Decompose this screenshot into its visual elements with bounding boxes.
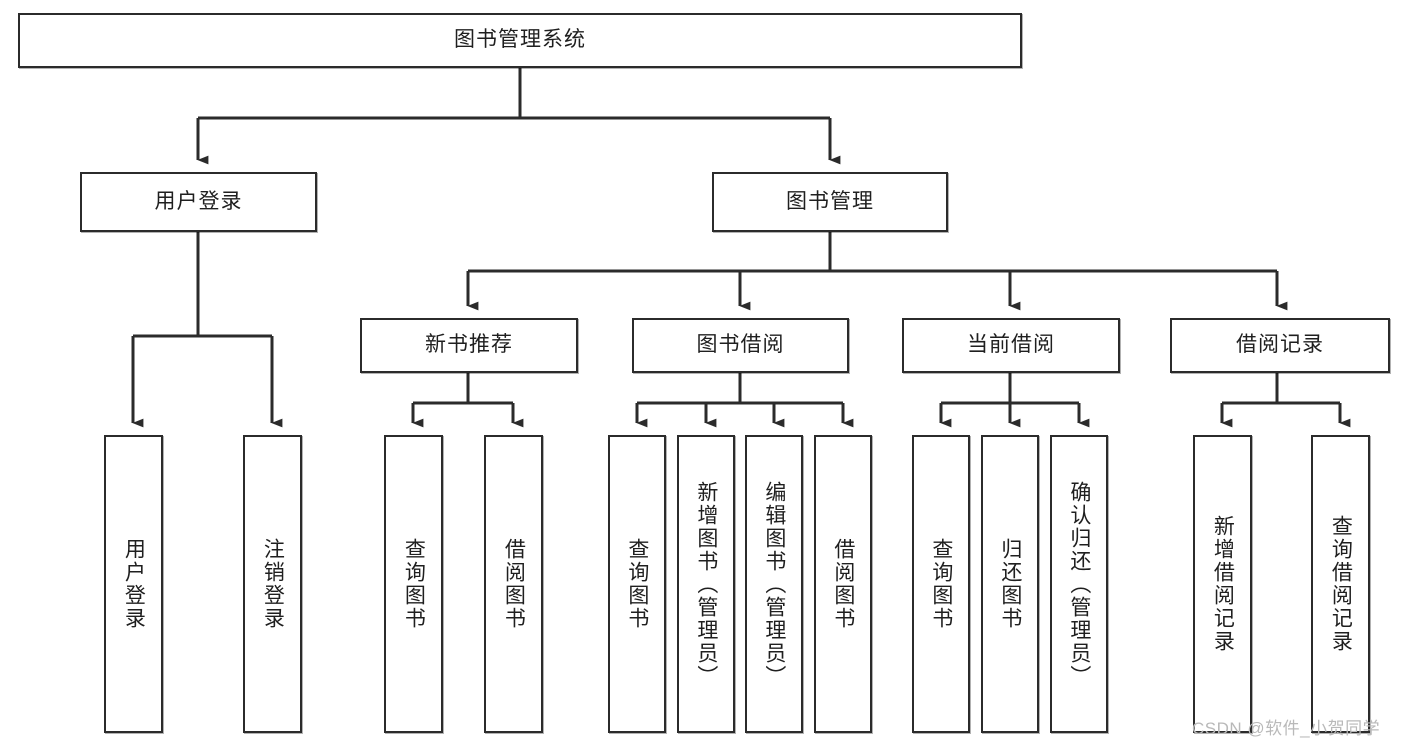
node-leaf-logout[interactable]: 注销登录 [243,435,302,733]
node-leaf-query-record[interactable]: 查询借阅记录 [1311,435,1370,733]
node-leaf-user-login[interactable]: 用户登录 [104,435,163,733]
node-leaf-query-book-3-label: 查询图书 [929,538,953,630]
node-user-login[interactable]: 用户登录 [80,172,317,232]
node-leaf-confirm-return-label: 确认归还（管理员） [1067,480,1091,688]
node-leaf-edit-book-label: 编辑图书（管理员） [762,480,786,688]
node-leaf-borrow-book-2[interactable]: 借阅图书 [814,435,872,733]
node-leaf-query-book-3[interactable]: 查询图书 [912,435,970,733]
node-borrow-record[interactable]: 借阅记录 [1170,318,1390,373]
node-leaf-borrow-book-1-label: 借阅图书 [502,538,526,630]
node-current-borrow[interactable]: 当前借阅 [902,318,1120,373]
node-leaf-query-book-1[interactable]: 查询图书 [384,435,443,733]
node-leaf-query-book-2-label: 查询图书 [625,538,649,630]
node-leaf-borrow-book-2-label: 借阅图书 [831,538,855,630]
node-leaf-query-record-label: 查询借阅记录 [1329,515,1353,653]
node-leaf-query-book-1-label: 查询图书 [402,538,426,630]
node-leaf-user-login-label: 用户登录 [122,538,146,630]
node-leaf-confirm-return[interactable]: 确认归还（管理员） [1050,435,1108,733]
node-leaf-return-book[interactable]: 归还图书 [981,435,1039,733]
node-leaf-query-book-2[interactable]: 查询图书 [608,435,666,733]
node-leaf-add-record[interactable]: 新增借阅记录 [1193,435,1252,733]
node-book-borrow-label: 图书借阅 [696,333,785,357]
node-leaf-add-book[interactable]: 新增图书（管理员） [677,435,735,733]
node-current-borrow-label: 当前借阅 [967,333,1055,357]
node-book-manage[interactable]: 图书管理 [712,172,948,232]
node-new-book-rec-label: 新书推荐 [425,333,513,357]
node-book-manage-label: 图书管理 [786,189,874,213]
node-root[interactable]: 图书管理系统 [18,13,1022,68]
watermark-text: CSDN @软件_小贺同学 [1192,719,1381,738]
node-leaf-logout-label: 注销登录 [261,538,285,630]
node-new-book-rec[interactable]: 新书推荐 [360,318,578,373]
node-leaf-add-record-label: 新增借阅记录 [1211,515,1235,653]
node-book-borrow[interactable]: 图书借阅 [632,318,849,373]
node-root-label: 图书管理系统 [454,28,586,52]
node-leaf-borrow-book-1[interactable]: 借阅图书 [484,435,543,733]
node-leaf-add-book-label: 新增图书（管理员） [694,480,718,688]
node-leaf-return-book-label: 归还图书 [998,538,1022,630]
node-leaf-edit-book[interactable]: 编辑图书（管理员） [745,435,803,733]
node-user-login-label: 用户登录 [154,189,243,213]
node-borrow-record-label: 借阅记录 [1236,333,1324,357]
